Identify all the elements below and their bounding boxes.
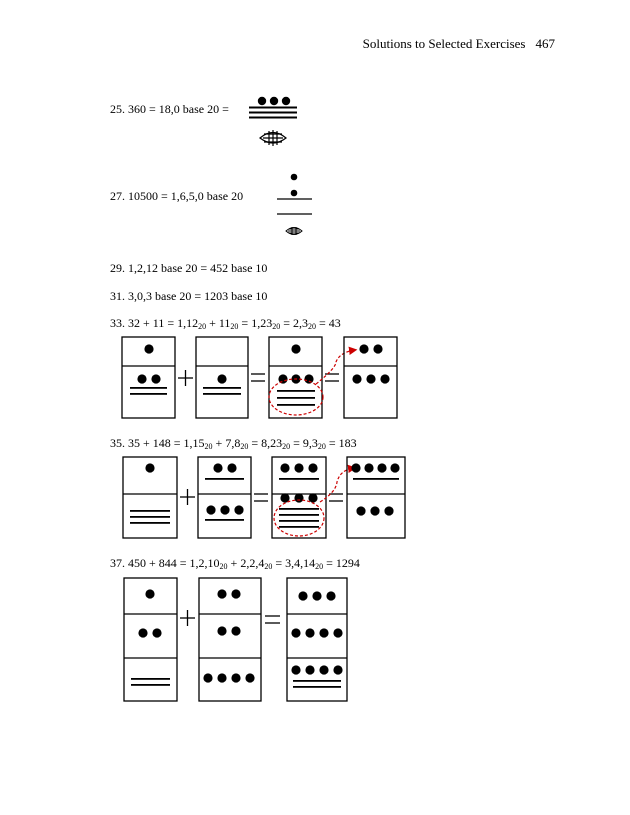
running-title: Solutions to Selected Exercises: [362, 36, 526, 51]
ex37-box-1: [123, 577, 178, 702]
exercise-29: 29. 1,2,12 base 20 = 452 base 10: [110, 261, 268, 275]
equals-icon: [325, 373, 339, 382]
exercise-31: 31. 3,0,3 base 20 = 1203 base 10: [110, 289, 268, 303]
carry-arrow-icon: [315, 346, 358, 385]
ex33-box-4: [343, 336, 398, 419]
ex35-figure: [122, 456, 406, 539]
exercise-25: 25. 360 = 18,0 base 20 =: [110, 102, 229, 116]
plus-icon: [178, 370, 193, 386]
plus-icon: [180, 610, 195, 626]
equals-icon: [251, 373, 265, 382]
ex35-box-4: [346, 456, 406, 539]
ex33-box-1: [121, 336, 176, 419]
ex25-numeral: [249, 96, 297, 146]
ex33-figure: [121, 336, 398, 419]
ex37-box-2: [198, 577, 262, 702]
ex37-figure: [123, 577, 348, 702]
plus-icon: [180, 489, 195, 505]
mayan-zero-shell-icon: [285, 227, 303, 235]
ex33-box-2: [195, 336, 249, 419]
mayan-zero-shell-icon: [259, 130, 287, 146]
page-header: Solutions to Selected Exercises 467: [363, 36, 555, 52]
ex35-box-3: [271, 456, 327, 539]
ex35-box-1: [122, 456, 178, 539]
page-number: 467: [535, 36, 556, 51]
equals-icon: [329, 493, 343, 502]
ex37-box-3: [286, 577, 348, 702]
ex33-box-3: [268, 336, 324, 419]
equals-icon: [254, 493, 268, 502]
exercise-35: 35. 35 + 148 = 1,1520 + 7,820 = 8,2320 =…: [110, 436, 357, 451]
exercise-27: 27. 10500 = 1,6,5,0 base 20: [110, 189, 244, 203]
exercise-37: 37. 450 + 844 = 1,2,1020 + 2,2,420 = 3,4…: [110, 556, 360, 571]
exercise-33: 33. 32 + 11 = 1,1220 + 1120 = 1,2320 = 2…: [110, 316, 341, 331]
ex35-box-2: [197, 456, 252, 539]
carry-arrow-icon: [319, 464, 357, 503]
equals-icon: [265, 615, 280, 624]
ex27-numeral: [277, 173, 312, 235]
